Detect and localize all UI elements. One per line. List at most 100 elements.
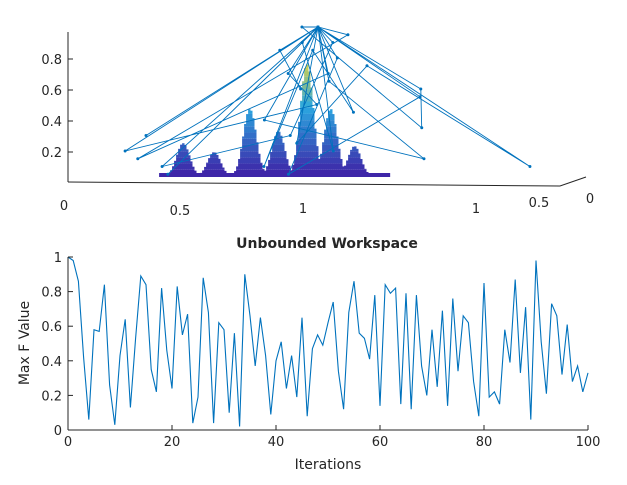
surface-cell xyxy=(248,169,251,176)
surface-cell xyxy=(350,169,353,176)
surface-cell xyxy=(322,144,325,152)
surface-cell xyxy=(316,151,319,158)
surface-cell xyxy=(208,163,211,170)
surface-cell xyxy=(288,165,291,170)
surface-cell xyxy=(302,81,305,83)
surface-cell xyxy=(284,163,287,170)
trajectory-point xyxy=(262,165,266,168)
surface-cell xyxy=(352,157,355,164)
surface-cell xyxy=(186,163,189,170)
surface-cell xyxy=(274,138,277,145)
surface-cell xyxy=(294,155,297,158)
surface-cell xyxy=(310,101,313,108)
surface-cell xyxy=(274,144,277,152)
surface-cell xyxy=(282,157,285,164)
surface-cell xyxy=(254,151,257,158)
surface-cell xyxy=(182,157,185,164)
surface-cell xyxy=(176,163,179,170)
surface-cell xyxy=(254,129,257,133)
surface-cell xyxy=(334,132,337,139)
surface-cell xyxy=(360,158,363,164)
surface-cell xyxy=(256,157,259,164)
surface-cell xyxy=(328,126,331,133)
surface-cell xyxy=(250,110,253,114)
surface-cell xyxy=(314,128,317,133)
surface-cell xyxy=(308,144,311,152)
surface-cell xyxy=(246,114,249,121)
surface-cell xyxy=(324,132,327,139)
surface-cell xyxy=(356,151,359,158)
surface-cell xyxy=(270,163,273,170)
surface-cell xyxy=(296,144,299,152)
trajectory-point xyxy=(316,25,320,29)
surface-cell xyxy=(248,151,251,158)
surface-cell xyxy=(252,163,255,170)
surface-cell xyxy=(354,163,357,170)
surface-cell xyxy=(176,154,179,158)
surface-cell xyxy=(292,169,295,176)
surface-cell xyxy=(282,163,285,170)
surface-cell xyxy=(282,151,285,158)
surface-cell xyxy=(330,151,333,158)
surface-cell xyxy=(172,166,175,170)
surface-cell xyxy=(308,138,311,145)
surface-cell xyxy=(308,169,311,176)
surface-cell xyxy=(312,132,315,139)
surface-cell xyxy=(308,95,311,102)
surface-cell xyxy=(314,169,317,176)
surface-cell xyxy=(304,157,307,164)
y-tick-label: 1 xyxy=(472,202,480,217)
surface-cell xyxy=(172,169,175,176)
x-tick-label: 1 xyxy=(299,202,307,217)
surface-cell xyxy=(210,157,213,164)
surface-cell xyxy=(246,169,249,176)
surface-cell xyxy=(310,107,313,114)
surface-cell xyxy=(308,76,311,83)
surface-cell xyxy=(190,169,193,176)
plot-3d-lines xyxy=(123,25,532,176)
surface-cell xyxy=(246,138,249,145)
surface-cell xyxy=(350,157,353,164)
surface-cell xyxy=(310,138,313,145)
surface-cell xyxy=(236,169,239,176)
floor-axis-line xyxy=(67,176,587,187)
surface-cell xyxy=(304,138,307,145)
surface-cell xyxy=(304,169,307,176)
surface-cell xyxy=(248,163,251,170)
surface-cell xyxy=(358,169,361,176)
surface-cell xyxy=(238,163,241,170)
surface-cell xyxy=(328,144,331,152)
surface-cell xyxy=(318,158,321,164)
surface-cell xyxy=(206,162,209,164)
surface-cell xyxy=(348,169,351,176)
trajectory-point xyxy=(419,87,423,91)
surface-cell xyxy=(344,165,347,170)
surface-cell xyxy=(308,82,311,90)
surface-cell xyxy=(254,169,257,176)
surface-cell xyxy=(328,157,331,164)
surface-cell xyxy=(306,89,309,96)
surface-cell xyxy=(218,163,221,170)
surface-cell xyxy=(220,169,223,176)
surface-cell xyxy=(318,169,321,176)
surface-cell xyxy=(278,132,281,139)
surface-cell xyxy=(252,120,255,127)
surface-cell xyxy=(296,169,299,176)
surface-cell xyxy=(336,169,339,176)
surface-cell xyxy=(256,163,259,170)
trajectory-point xyxy=(331,41,335,44)
surface-cell xyxy=(334,124,337,127)
surface-cell xyxy=(242,163,245,170)
surface-cell xyxy=(336,151,339,158)
plot-3d-surface xyxy=(159,64,391,177)
y-tick-label: 0 xyxy=(586,192,594,207)
surface-cell xyxy=(304,82,307,90)
trajectory-point xyxy=(326,72,330,75)
z-tick-label: 0.8 xyxy=(41,53,62,68)
surface-cell xyxy=(330,169,333,176)
surface-cell xyxy=(274,169,277,176)
surface-cell xyxy=(314,163,317,170)
surface-cell xyxy=(276,151,279,158)
surface-cell xyxy=(306,76,309,83)
surface-cell xyxy=(268,159,271,164)
